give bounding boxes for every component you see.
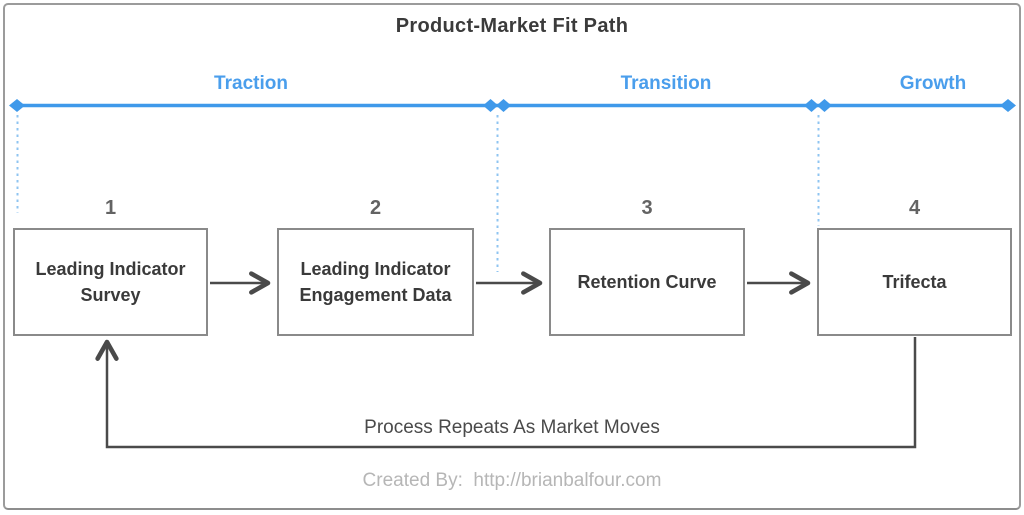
step-box-leading-indicator-survey: Leading Indicator Survey (13, 228, 208, 336)
step-number-3: 3 (641, 197, 653, 219)
step-number-2: 2 (369, 197, 382, 219)
phase-label-traction: Traction (214, 73, 288, 94)
step-box-leading-indicator-engagement-data: Leading Indicator Engagement Data (277, 228, 474, 336)
feedback-loop-arrow (95, 337, 917, 449)
step-box-label: Leading Indicator Survey (35, 259, 186, 305)
phase-marker-diamond (483, 99, 498, 112)
step-number-4: 4 (908, 197, 921, 219)
step-number-1: 1 (104, 197, 117, 219)
phase-marker-diamond (496, 99, 511, 112)
page-title: Product-Market Fit Path (395, 15, 629, 37)
feedback-loop-label: Process Repeats As Market Moves (364, 417, 660, 438)
phase-marker-diamond (817, 99, 832, 112)
step-box-label: Leading Indicator Engagement Data (299, 259, 452, 305)
phase-marker-diamond (9, 99, 25, 112)
credit-line: Created By: http://brianbalfour.com (362, 470, 662, 491)
phase-timeline (9, 99, 1016, 112)
step-box-label: Retention Curve (577, 272, 717, 292)
phase-label-growth: Growth (899, 73, 967, 94)
phase-label-transition: Transition (620, 73, 712, 94)
step-box-retention-curve: Retention Curve (549, 228, 745, 336)
phase-boundary-dotted-lines (16, 115, 820, 272)
phase-marker-diamond (1000, 99, 1016, 112)
phase-marker-diamond (804, 99, 819, 112)
phase-marker-diamonds (9, 99, 1016, 112)
step-box-label: Trifecta (882, 272, 947, 292)
step-box-trifecta: Trifecta (817, 228, 1012, 336)
